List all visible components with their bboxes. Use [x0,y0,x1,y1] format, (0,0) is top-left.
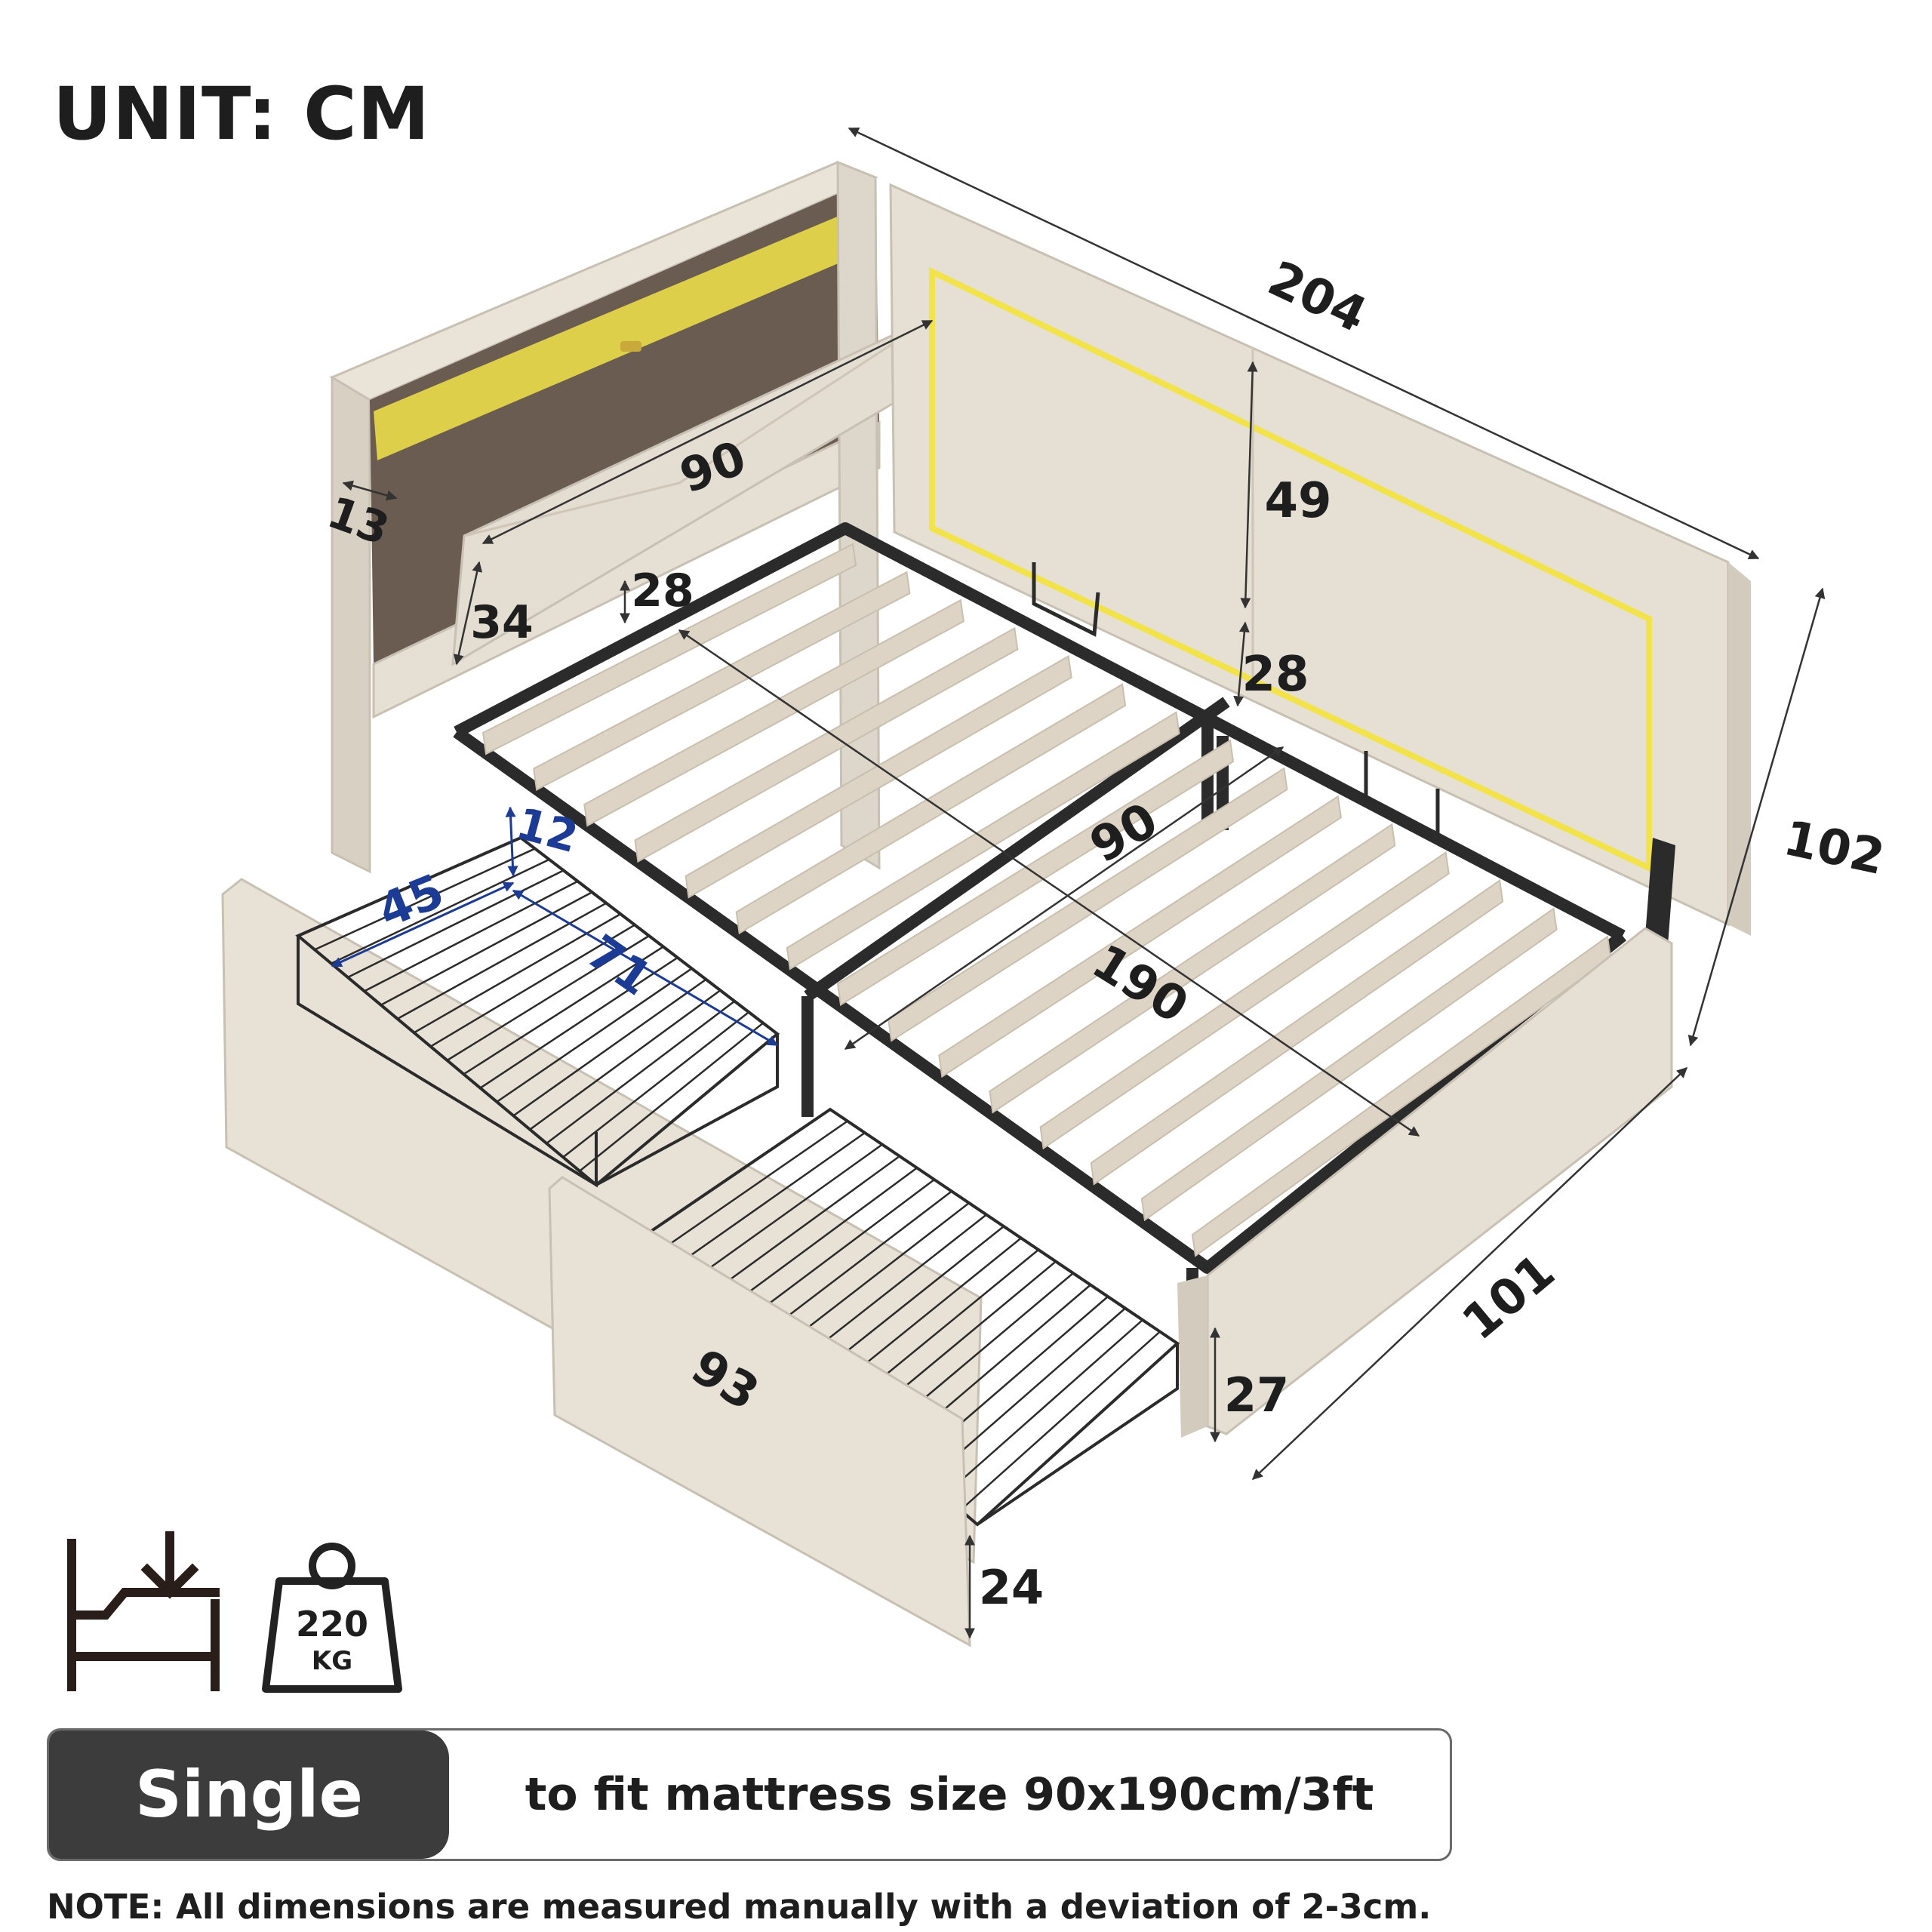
dim-flap-clearance: 28 [631,565,694,617]
drawer-wire [758,1190,952,1339]
dim-drawer-front-height: 24 [979,1560,1044,1615]
drawer-dimension-lines [331,806,779,1047]
drawer-wire [674,1131,866,1268]
dim-frame-height: 27 [1224,1367,1289,1423]
dim-side-panel-height: 49 [1264,473,1331,529]
dim-flap-height: 34 [470,596,534,649]
drawer-front-panel [548,1176,971,1647]
dimension-lines [342,127,1826,1639]
drawer-wire [691,1143,883,1282]
drawer-stop-left [1032,562,1100,637]
bed-size-label: Single [49,1730,449,1859]
unit-title: UNIT: CM [53,72,431,156]
dim-side-depth: 101 [1452,1244,1565,1352]
drawer-wire [943,1319,1143,1497]
bed-height-icon [67,1531,220,1691]
load-unit: KG [312,1646,352,1676]
dim-overall-width: 102 [1779,811,1889,886]
slat [481,543,857,755]
drawer-wire [959,1331,1161,1511]
drawer-wire [657,1120,848,1254]
load-value: 220 [296,1604,368,1644]
dim-side-clearance: 28 [1241,647,1309,703]
weight-icon: 220 KG [262,1543,402,1693]
drawer-wire [741,1179,935,1324]
mattress-fit-text: to fit mattress size 90x190cm/3ft [525,1768,1374,1821]
slat [634,626,1019,863]
usb-port-icon [620,341,641,352]
drawer-wire [724,1167,918,1311]
size-banner: Single to fit mattress size 90x190cm/3ft [47,1728,1452,1861]
drawer-wire [708,1155,900,1297]
measurement-note: NOTE: All dimensions are measured manual… [47,1887,1432,1927]
